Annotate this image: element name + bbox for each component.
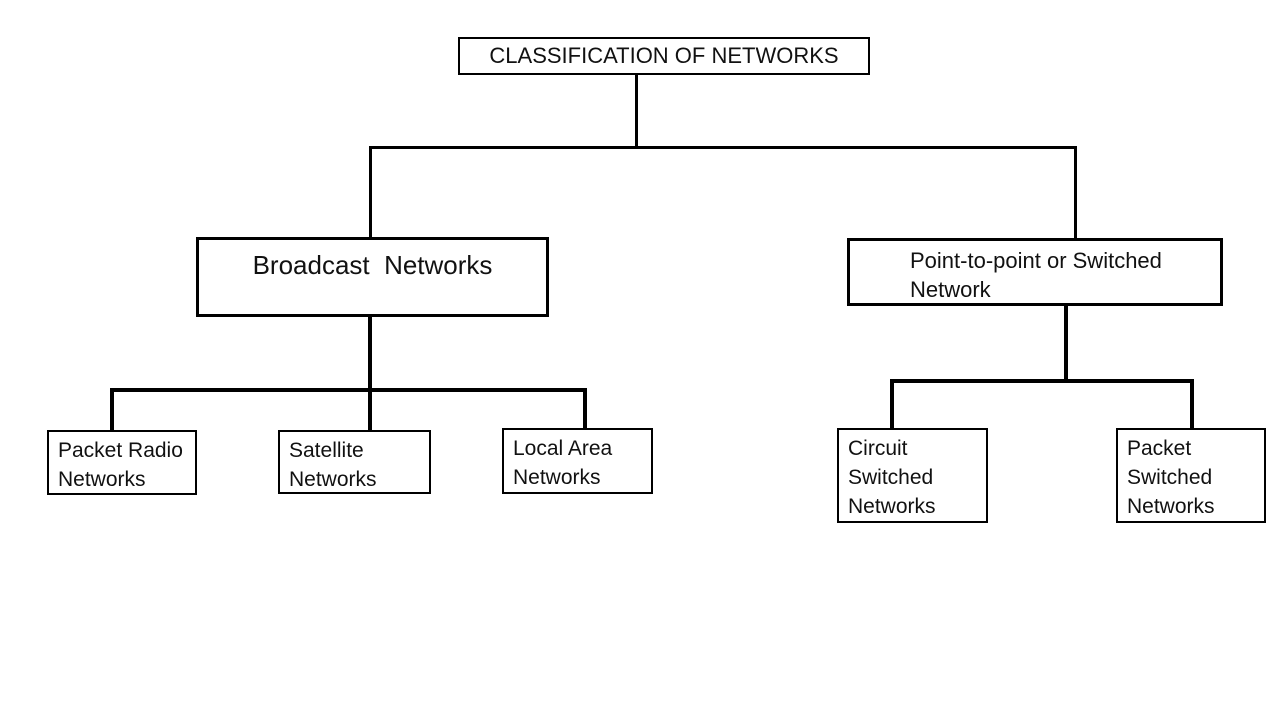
node-packet-switched-label: Packet Switched Networks — [1127, 437, 1215, 518]
node-local-area-networks: Local Area Networks — [502, 428, 653, 494]
node-satellite-label: Satellite Networks — [289, 439, 377, 491]
connector-level1-horizontal — [369, 146, 1077, 149]
node-packet-switched-networks: Packet Switched Networks — [1116, 428, 1266, 523]
node-circuit-switched-networks: Circuit Switched Networks — [837, 428, 988, 523]
node-point-to-point-or-switched-network: Point-to-point or Switched Network — [847, 238, 1223, 306]
connector-root-trunk — [635, 75, 638, 148]
node-classification-label: CLASSIFICATION OF NETWORKS — [489, 43, 839, 68]
connector-packet-switched-drop — [1190, 379, 1194, 430]
node-classification-of-networks: CLASSIFICATION OF NETWORKS — [458, 37, 870, 75]
connector-local-area-drop — [583, 388, 587, 429]
node-packet-radio-networks: Packet Radio Networks — [47, 430, 197, 495]
connector-packet-radio-drop — [110, 388, 114, 432]
connector-circuit-switched-drop — [890, 379, 894, 430]
connector-point-to-point-horizontal — [890, 379, 1194, 383]
node-local-area-label: Local Area Networks — [513, 437, 613, 489]
node-broadcast-label: Broadcast Networks — [252, 250, 493, 280]
connector-point-to-point-trunk — [1064, 304, 1068, 381]
connector-broadcast-horizontal — [110, 388, 587, 392]
node-broadcast-networks: Broadcast Networks — [196, 237, 549, 317]
node-satellite-networks: Satellite Networks — [278, 430, 431, 494]
connector-point-to-point-drop — [1074, 146, 1077, 239]
connector-broadcast-trunk — [368, 315, 372, 431]
node-point-to-point-label: Point-to-point or Switched Network — [910, 248, 1162, 302]
node-packet-radio-label: Packet Radio Networks — [58, 439, 183, 491]
node-circuit-switched-label: Circuit Switched Networks — [848, 437, 936, 518]
connector-broadcast-drop — [369, 146, 372, 238]
